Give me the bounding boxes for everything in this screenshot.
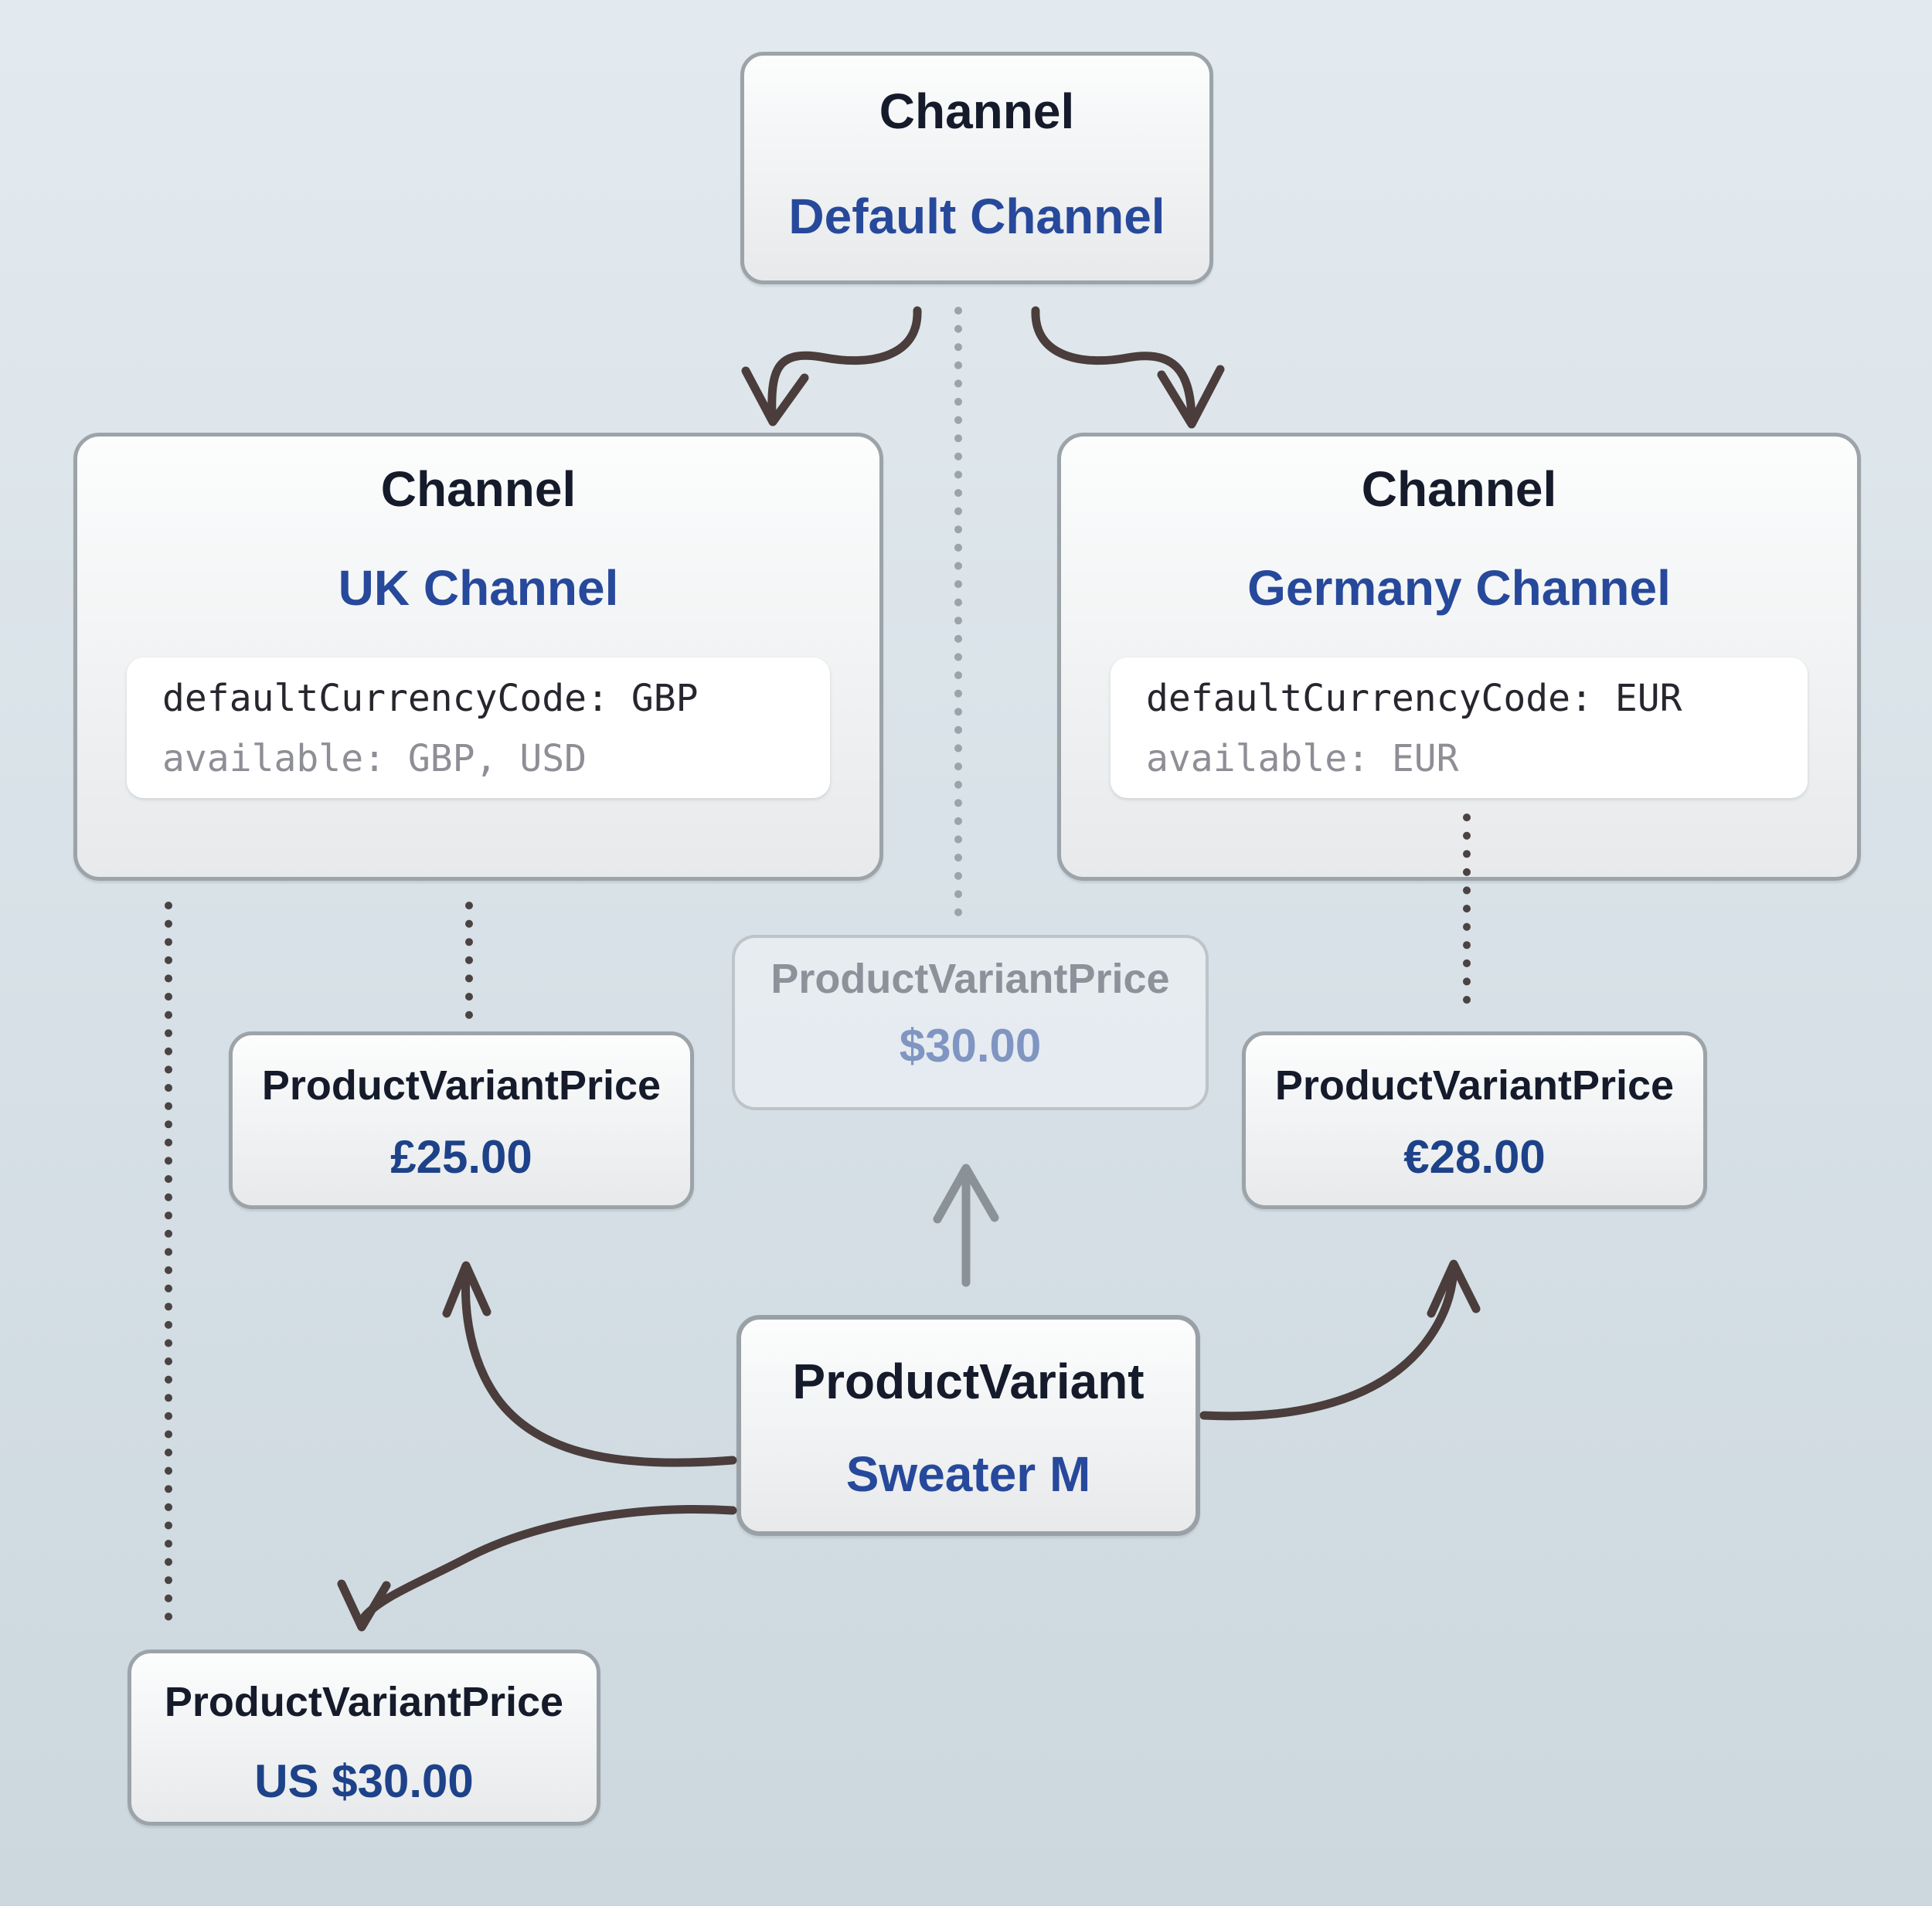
price-value-label: €28.00 (1403, 1131, 1546, 1183)
germany-channel-node: Channel Germany Channel defaultCurrencyC… (1057, 433, 1861, 881)
edge-default-to-germany-channel-arrow (1031, 306, 1225, 429)
node-type-label: Channel (380, 461, 577, 517)
edge-variant-to-germany-price-arrow (1199, 1259, 1481, 1421)
edge-default-to-uk-channel-arrow (741, 306, 922, 426)
node-name-label: UK Channel (338, 560, 619, 616)
germany-price-node: ProductVariantPrice €28.00 (1242, 1031, 1707, 1209)
node-type-label: Channel (1361, 461, 1557, 517)
node-type-label: ProductVariantPrice (261, 1062, 662, 1109)
node-name-label: Germany Channel (1247, 560, 1671, 616)
node-type-label: ProductVariantPrice (770, 956, 1170, 1002)
node-name-label: Sweater M (845, 1446, 1091, 1502)
uk-channel-node: Channel UK Channel defaultCurrencyCode: … (73, 433, 883, 881)
node-type-label: Channel (879, 83, 1075, 139)
edge-variant-to-uk-price-arrow (442, 1261, 737, 1467)
default-currency-line: defaultCurrencyCode: GBP (162, 677, 699, 720)
us-price-node: ProductVariantPrice US $30.00 (128, 1649, 600, 1826)
default-channel-node: Channel Default Channel (740, 52, 1213, 284)
available-currencies-line: available: EUR (1146, 737, 1459, 780)
default-channel-price-node: ProductVariantPrice $30.00 (732, 935, 1209, 1110)
default-currency-line: defaultCurrencyCode: EUR (1146, 677, 1682, 720)
node-name-label: Default Channel (788, 189, 1165, 244)
edge-variant-to-default-price-arrow (933, 1164, 999, 1287)
currency-code-box: defaultCurrencyCode: EUR available: EUR (1111, 657, 1808, 798)
node-type-label: ProductVariant (792, 1354, 1145, 1409)
node-type-label: ProductVariantPrice (1274, 1062, 1675, 1109)
edge-variant-to-us-price-arrow (337, 1505, 737, 1632)
available-currencies-line: available: GBP, USD (162, 737, 587, 780)
price-value-label: £25.00 (390, 1131, 532, 1183)
price-value-label: $30.00 (899, 1020, 1042, 1072)
currency-code-box: defaultCurrencyCode: GBP available: GBP,… (127, 657, 830, 798)
uk-price-node: ProductVariantPrice £25.00 (229, 1031, 694, 1209)
price-value-label: US $30.00 (254, 1755, 474, 1807)
node-type-label: ProductVariantPrice (164, 1679, 564, 1725)
product-variant-node: ProductVariant Sweater M (736, 1315, 1200, 1536)
